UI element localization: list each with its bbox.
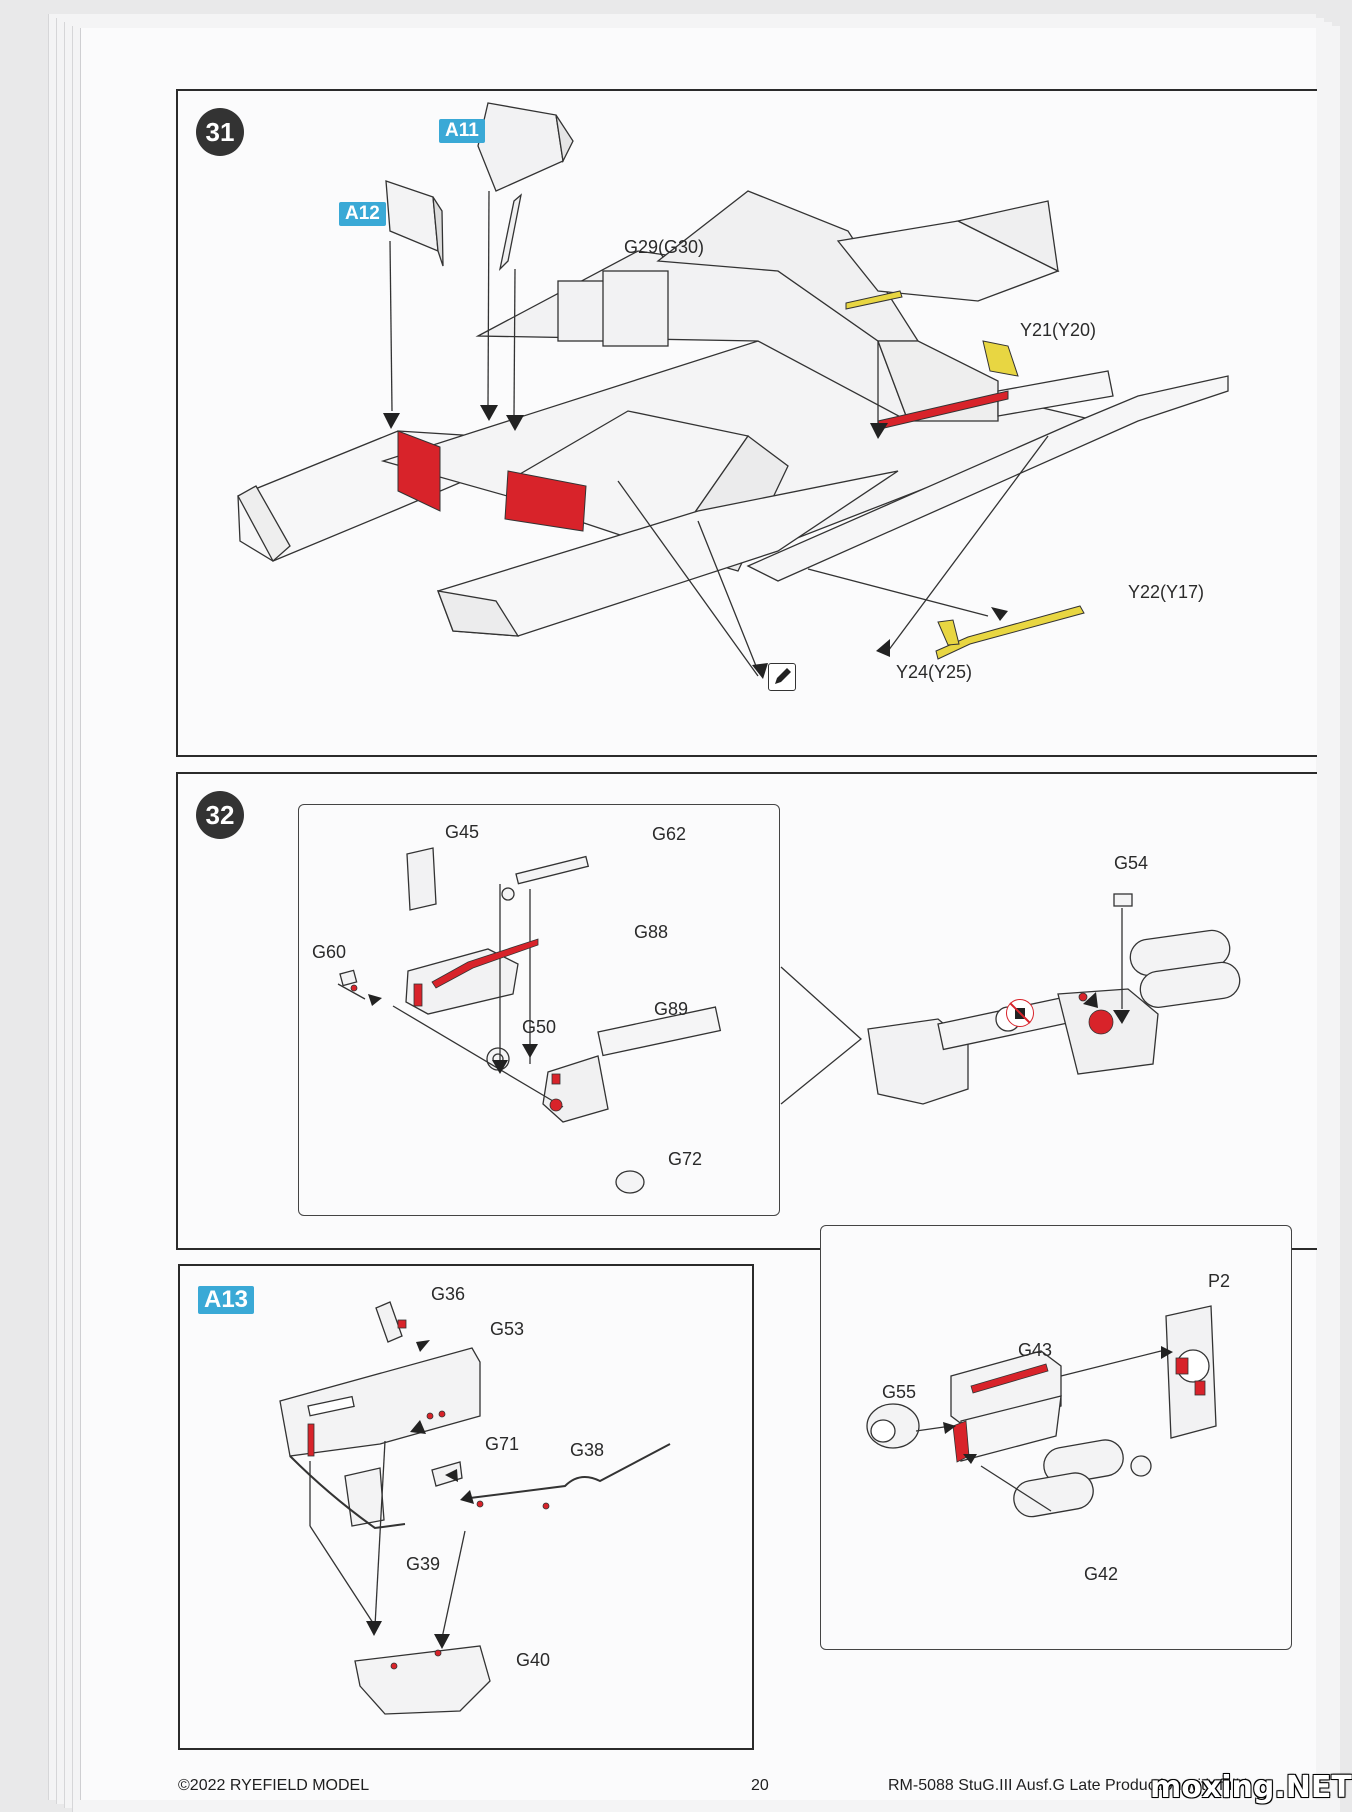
red-paint-area <box>307 1423 315 1457</box>
page-number: 20 <box>751 1777 769 1794</box>
callout-a13: A13 <box>198 1286 255 1314</box>
red-paint-area <box>504 470 587 532</box>
part-label-g40: G40 <box>516 1650 551 1670</box>
part-label-g50: G50 <box>522 1017 557 1037</box>
no-glue-icon <box>1006 999 1034 1027</box>
red-paint-area <box>1088 1009 1114 1035</box>
part-label-y24: Y24(Y25) <box>896 662 973 682</box>
part-label-g88: G88 <box>634 922 669 942</box>
part-label-g60: G60 <box>312 942 347 962</box>
part-label-g72: G72 <box>668 1149 703 1169</box>
red-paint-area <box>1175 1357 1189 1375</box>
part-label-g89: G89 <box>654 999 689 1019</box>
copyright-text: ©2022 RYEFIELD MODEL <box>178 1777 370 1794</box>
part-label-g39: G39 <box>406 1554 441 1574</box>
red-paint-area <box>397 1319 407 1329</box>
red-paint-area <box>413 983 423 1007</box>
step-32-assembly-drawing <box>337 847 1241 1194</box>
red-paint-area <box>431 938 539 989</box>
watermark-logo: moxing.NET <box>1150 1770 1352 1805</box>
part-label-g38: G38 <box>570 1440 605 1460</box>
callout-a11: A11 <box>439 119 485 143</box>
part-label-g71: G71 <box>485 1434 520 1454</box>
yellow-part-y21 <box>845 290 903 310</box>
red-paint-area <box>350 984 358 992</box>
document-title: RM-5088 StuG.III Ausf.G Late Production … <box>888 1777 1248 1794</box>
red-paint-area <box>397 430 441 512</box>
red-paint-area <box>476 1500 484 1508</box>
part-label-g62: G62 <box>652 824 687 844</box>
step-number-badge: 31 <box>196 108 244 156</box>
step-31-panel: 31 A11 A12 G29(G30) Y21(Y20) Y22(Y17) Y2… <box>176 89 1317 757</box>
red-paint-area <box>542 1502 550 1510</box>
yellow-part-y22 <box>935 605 1085 660</box>
part-label-y22: Y22(Y17) <box>1128 582 1205 602</box>
yellow-part-y21 <box>982 340 1019 377</box>
part-label-g55: G55 <box>882 1382 917 1402</box>
part-label-g36: G36 <box>431 1284 466 1304</box>
step-number-badge: 32 <box>196 791 244 839</box>
red-paint-area <box>1078 992 1088 1002</box>
red-paint-area <box>1194 1380 1206 1396</box>
step-32-detail-right: P2 G43 G55 G42 <box>820 1225 1292 1650</box>
red-paint-area <box>549 1098 563 1112</box>
pencil-icon <box>768 663 796 691</box>
yellow-part-y24 <box>937 619 960 646</box>
red-paint-area <box>426 1412 434 1420</box>
callout-a12: A12 <box>339 202 386 226</box>
step-32-panel: 32 <box>176 772 1317 1250</box>
red-paint-area <box>551 1073 561 1085</box>
part-label-y21: Y21(Y20) <box>1020 320 1097 340</box>
part-label-g42: G42 <box>1084 1564 1119 1584</box>
part-label-p2: P2 <box>1208 1271 1231 1291</box>
red-paint-area <box>438 1410 446 1418</box>
a13-subassembly-panel: A13 G36 G53 G71 G38 G39 G40 <box>178 1264 754 1750</box>
part-label-g43: G43 <box>1018 1340 1053 1360</box>
red-paint-area <box>390 1662 398 1670</box>
step-31-hull-drawing <box>237 102 1229 679</box>
part-label-g29: G29(G30) <box>624 237 705 257</box>
red-paint-area <box>970 1363 1049 1394</box>
red-paint-area <box>434 1649 442 1657</box>
part-label-g54: G54 <box>1114 853 1149 873</box>
part-label-g45: G45 <box>445 822 480 842</box>
part-label-g53: G53 <box>490 1319 525 1339</box>
